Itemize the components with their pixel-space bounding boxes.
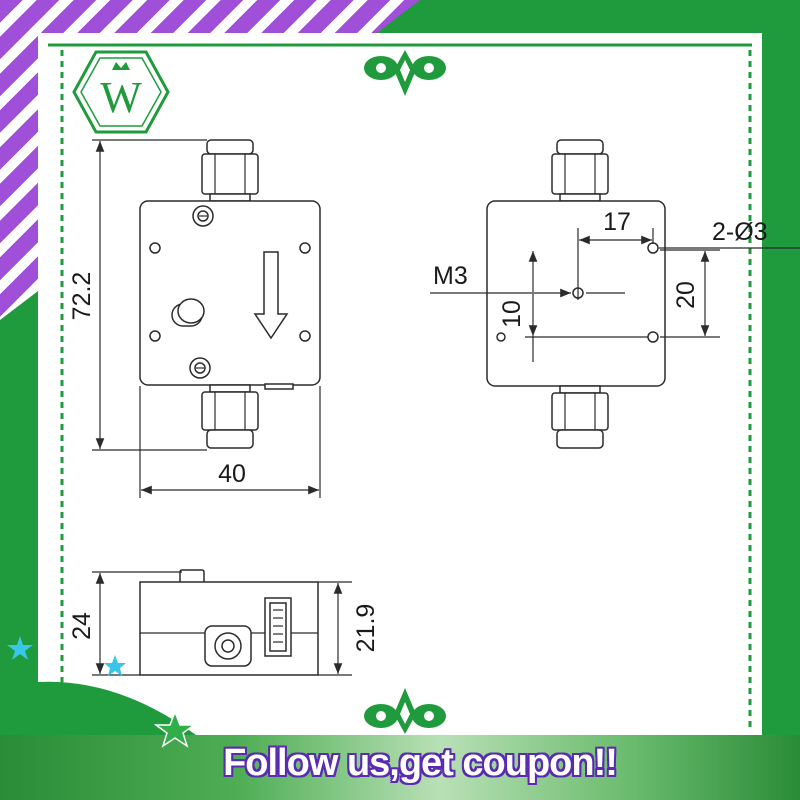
dimension-10: 10 (498, 251, 648, 362)
coupon-banner (0, 735, 800, 800)
logo-letter: W (100, 73, 142, 122)
dim-label-20: 20 (672, 281, 700, 309)
holes-callout: 2-Ø3 (659, 218, 800, 249)
bottom-bump (179, 569, 205, 584)
top-fitting (201, 139, 259, 202)
dimension-17: 17 (577, 208, 654, 300)
crown-icon (112, 62, 130, 70)
dim-label-21-9: 21.9 (352, 604, 380, 653)
front-body (139, 200, 321, 386)
green-arc-decoration (38, 681, 200, 738)
m3-callout: M3 (430, 262, 625, 298)
usb-port (264, 597, 292, 657)
side-top-fitting (551, 139, 609, 202)
fitting-nut (204, 625, 252, 667)
usb-edge (264, 383, 294, 390)
direction-arrow-icon (253, 251, 289, 340)
brand-logo: W (72, 50, 170, 134)
dimension-20: 20 (660, 249, 720, 338)
front-view: 72.2 40 (68, 139, 321, 498)
dimension-24: 24 (68, 571, 182, 676)
lever-knob (171, 298, 205, 327)
bottom-fitting (201, 384, 259, 449)
side-view: 17 2-Ø3 20 M3 (430, 139, 800, 449)
top-screw (192, 205, 214, 227)
dim-label-40: 40 (218, 460, 246, 488)
holes-label: 2-Ø3 (712, 218, 768, 246)
bottom-ornament (364, 688, 446, 734)
inner-frame-lines (48, 43, 752, 730)
thread-label: M3 (433, 262, 468, 290)
dim-label-10: 10 (498, 300, 526, 328)
banner-text: Follow us,get coupon!! (223, 742, 618, 784)
dimension-21-9: 21.9 (318, 581, 380, 676)
side-bottom-fitting (551, 385, 609, 449)
bottom-view: 24 21.9 (68, 569, 380, 676)
dimension-40: 40 (139, 386, 321, 498)
front-mounting-holes (149, 242, 311, 342)
dim-label-72-2: 72.2 (68, 272, 96, 321)
dim-label-17: 17 (603, 208, 631, 236)
top-ornament (364, 50, 446, 96)
dim-label-24: 24 (68, 612, 96, 640)
bottom-screw (189, 357, 211, 379)
dimension-72-2: 72.2 (68, 139, 207, 451)
